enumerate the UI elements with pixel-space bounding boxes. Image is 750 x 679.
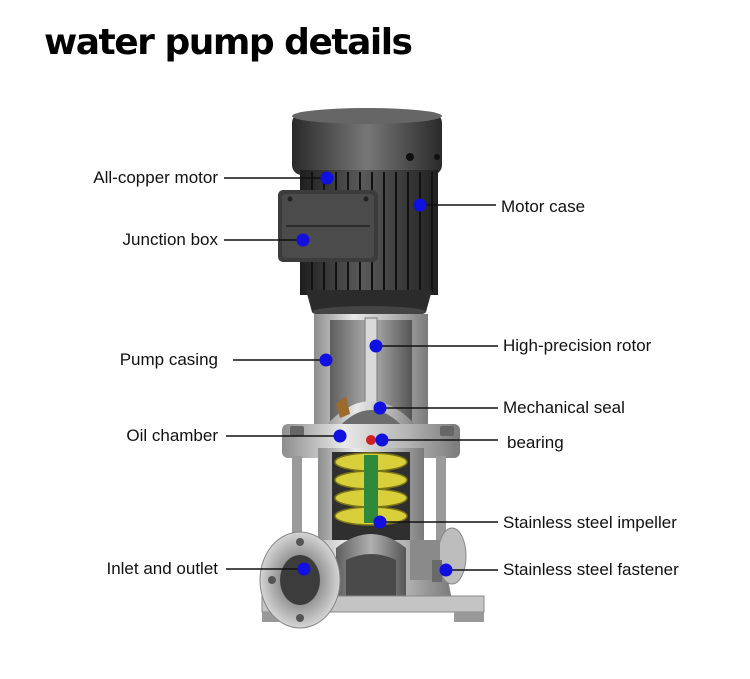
label-junction-box: Junction box xyxy=(122,230,218,249)
dot-rotor xyxy=(369,339,383,353)
leader-lines xyxy=(224,177,498,571)
dot-motor-case xyxy=(413,198,427,212)
dot-mechanical-seal xyxy=(373,401,387,415)
label-fastener: Stainless steel fastener xyxy=(503,560,679,579)
dot-all-copper-motor xyxy=(320,171,334,185)
label-oil-chamber: Oil chamber xyxy=(126,426,218,445)
motor-illustration xyxy=(278,108,442,318)
page-title: water pump details xyxy=(44,22,413,63)
label-pump-casing: Pump casing xyxy=(119,350,218,369)
label-all-copper-motor: All-copper motor xyxy=(93,168,218,187)
label-motor-case: Motor case xyxy=(501,197,586,216)
label-bearing: bearing xyxy=(507,433,564,452)
dot-inlet-outlet xyxy=(297,562,311,576)
label-mechanical-seal: Mechanical seal xyxy=(503,398,625,417)
pump-body-illustration xyxy=(259,314,485,629)
label-rotor: High-precision rotor xyxy=(503,336,652,355)
dot-pump-casing xyxy=(319,353,333,367)
dot-impeller xyxy=(373,515,387,529)
dot-fastener xyxy=(439,563,453,577)
callout-dots xyxy=(296,171,453,577)
label-impeller: Stainless steel impeller xyxy=(503,513,677,532)
dot-oil-chamber xyxy=(333,429,347,443)
dot-bearing xyxy=(375,433,389,447)
dot-junction-box xyxy=(296,233,310,247)
label-inlet-outlet: Inlet and outlet xyxy=(106,559,218,578)
